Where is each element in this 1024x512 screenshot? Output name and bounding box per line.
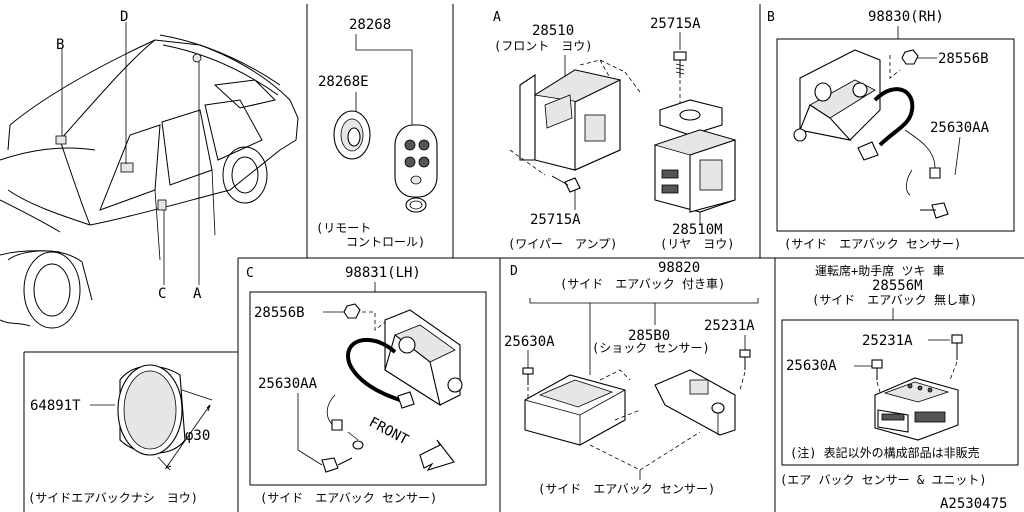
d-shock-sensor-note: (ショック センサー) <box>592 341 710 355</box>
c-caption: (サイド エアバック センサー) <box>260 491 437 505</box>
wiper-front-part: 28510 <box>532 23 574 39</box>
c-sensor-body <box>384 309 463 407</box>
vehicle-callout-c: C <box>158 286 166 302</box>
section-b-rh-sensor: B 98830(RH) 28556B 25630AA (サイド エアバック セン… <box>767 9 1015 251</box>
unit-bolt-left-part <box>871 359 883 393</box>
c-frame <box>249 291 487 486</box>
front-arrow-icon <box>419 439 455 471</box>
d-shock-sensor-label: 285B0 <box>628 328 670 344</box>
unit-part-main: 28556M <box>872 278 923 294</box>
cover-dimension: φ30 <box>185 428 210 444</box>
remote-caption-line2: コントロール) <box>346 235 425 249</box>
section-b-label: B <box>767 10 775 25</box>
unit-bolt-left-label: 25630A <box>786 358 837 374</box>
b-sensor-body <box>793 49 901 142</box>
b-frame <box>776 38 1015 232</box>
bolt-top-part <box>673 51 687 110</box>
vehicle-callout-b: B <box>56 37 64 53</box>
rear-wiper-amp-unit <box>653 99 737 213</box>
c-front-label: FRONT <box>366 414 411 448</box>
wiper-caption-left: (ワイパー アンプ) <box>508 237 617 251</box>
d-bolt-right-label: 25231A <box>704 318 755 334</box>
wiper-front-note: (フロント ヨウ) <box>494 39 592 53</box>
remote-part-main: 28268 <box>349 17 391 33</box>
remote-control-group: 28268 28268E (リモート コントロール) <box>316 17 438 249</box>
section-c-label: C <box>246 266 254 281</box>
section-d-label: D <box>510 264 518 279</box>
c-part-main: 98831(LH) <box>345 265 421 281</box>
unit-part-main-note: (サイド エアバック 無し車) <box>812 292 977 307</box>
c-nut-label: 28556B <box>254 305 305 321</box>
cover-part-label: 64891T <box>30 398 81 414</box>
wiper-bolt-top: 25715A <box>650 16 701 32</box>
vehicle-callout-d: D <box>120 9 128 25</box>
airbag-unit-group: 運転席+助手席 ツキ 車 28556M (サイド エアバック 無し車) 2523… <box>780 263 1019 487</box>
d-part-main-note: (サイド エアバック 付き車) <box>560 277 725 291</box>
section-c-lh-sensor: C 98831(LH) 28556B 25630AA FRONT (サイド エア… <box>246 265 487 505</box>
unit-heading: 運転席+助手席 ツキ 車 <box>815 263 945 278</box>
b-caption: (サイド エアバック センサー) <box>784 237 961 251</box>
cover-cap-part <box>117 364 186 456</box>
d-bolt-left-label: 25630A <box>504 334 555 350</box>
unit-frame <box>781 319 1019 466</box>
d-caption: (サイド エアバック センサー) <box>538 482 715 496</box>
bolt-bottom-part <box>551 175 581 210</box>
wiper-rear-part: 28510M <box>672 222 723 238</box>
unit-note: (注) 表記以外の構成部品は非販売 <box>790 445 980 460</box>
wiper-caption-right: (リヤ ヨウ) <box>660 237 734 251</box>
d-control-unit <box>524 369 641 446</box>
d-bolt-right-part <box>739 349 751 391</box>
section-a-label: A <box>493 10 501 25</box>
key-fob-part <box>394 124 438 213</box>
b-part-main: 98830(RH) <box>868 9 944 25</box>
diagram-id: A2530475 <box>940 496 1007 512</box>
cover-caption: (サイドエアバックナシ ヨウ) <box>28 491 198 505</box>
c-harness-label: 25630AA <box>258 376 318 392</box>
front-wiper-amp-unit <box>519 59 641 171</box>
vehicle-illustration: B D C A <box>0 9 299 329</box>
unit-caption: (エア バック センサー & ユニット) <box>780 473 987 487</box>
vehicle-callout-a: A <box>193 286 202 302</box>
d-shock-sensor-part <box>654 369 736 436</box>
unit-body <box>874 377 959 441</box>
remote-caption-line1: (リモート <box>316 221 371 235</box>
b-harness-label: 25630AA <box>930 120 990 136</box>
b-nut-label: 28556B <box>938 51 989 67</box>
c-nut-part <box>343 303 361 319</box>
section-d-airbag-sensor: D 98820 (サイド エアバック 付き車) 25630A 285B0 (ショ… <box>504 260 759 496</box>
unit-bolt-top-part <box>949 334 963 381</box>
remote-part-sub: 28268E <box>318 74 369 90</box>
remote-ring-part <box>333 110 371 160</box>
cover-group: 64891T φ30 (サイドエアバックナシ ヨウ) <box>28 364 213 505</box>
panel-dividers <box>23 4 1024 512</box>
d-part-main: 98820 <box>658 260 700 276</box>
unit-bolt-top-label: 25231A <box>862 333 913 349</box>
b-nut-part <box>901 49 919 65</box>
section-a-wiper-amp: A 28510 (フロント ヨウ) 25715A <box>493 10 737 251</box>
wiper-bolt-bottom: 25715A <box>530 212 581 228</box>
